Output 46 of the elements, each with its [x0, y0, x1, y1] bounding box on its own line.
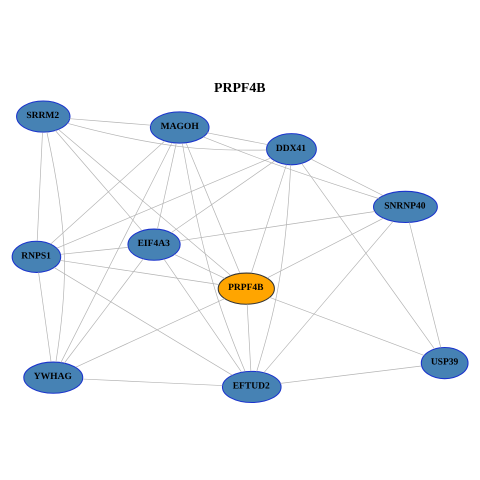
connector	[36, 132, 43, 241]
connector	[82, 378, 223, 386]
connector	[250, 164, 287, 273]
connector	[256, 164, 292, 372]
connector	[264, 220, 394, 373]
connector	[58, 128, 232, 276]
diagram-title: PRPF4B	[214, 80, 266, 95]
node-ellipse: SRRM2	[16, 100, 70, 132]
connector	[246, 303, 252, 371]
connector	[206, 132, 268, 144]
connector	[203, 136, 379, 198]
connector	[280, 365, 422, 384]
connector	[60, 260, 220, 284]
node-ellipse: SNRNP40	[373, 190, 438, 222]
connector	[301, 162, 435, 349]
connector	[67, 122, 267, 150]
connector	[54, 130, 142, 231]
connector	[186, 142, 240, 274]
connector	[164, 258, 242, 372]
connector	[60, 142, 172, 362]
connector	[38, 272, 52, 362]
node-ellipse: PRPF4B	[218, 272, 275, 304]
connector	[56, 157, 271, 248]
connector	[269, 296, 425, 356]
connector	[182, 142, 246, 372]
connector	[266, 217, 384, 278]
connector	[310, 158, 384, 196]
node-ellipse: RNPS1	[12, 240, 62, 272]
node-ellipse: EFTUD2	[222, 370, 282, 403]
connector	[60, 246, 129, 254]
connector	[64, 258, 144, 363]
node-ellipse: YWHAG	[23, 361, 84, 394]
connector	[69, 118, 152, 126]
node-ellipse: DDX41	[266, 132, 317, 165]
connector	[409, 222, 442, 348]
connector	[76, 298, 225, 368]
node-ellipse: MAGOH	[150, 110, 210, 144]
connector	[179, 210, 376, 241]
node-ellipse: USP39	[420, 346, 469, 379]
connector	[50, 140, 165, 244]
connector	[170, 160, 275, 233]
node-ellipse: EIF4A3	[127, 228, 181, 260]
connector	[174, 254, 226, 278]
connector	[157, 142, 177, 229]
connector	[46, 131, 65, 362]
connector	[54, 266, 233, 376]
